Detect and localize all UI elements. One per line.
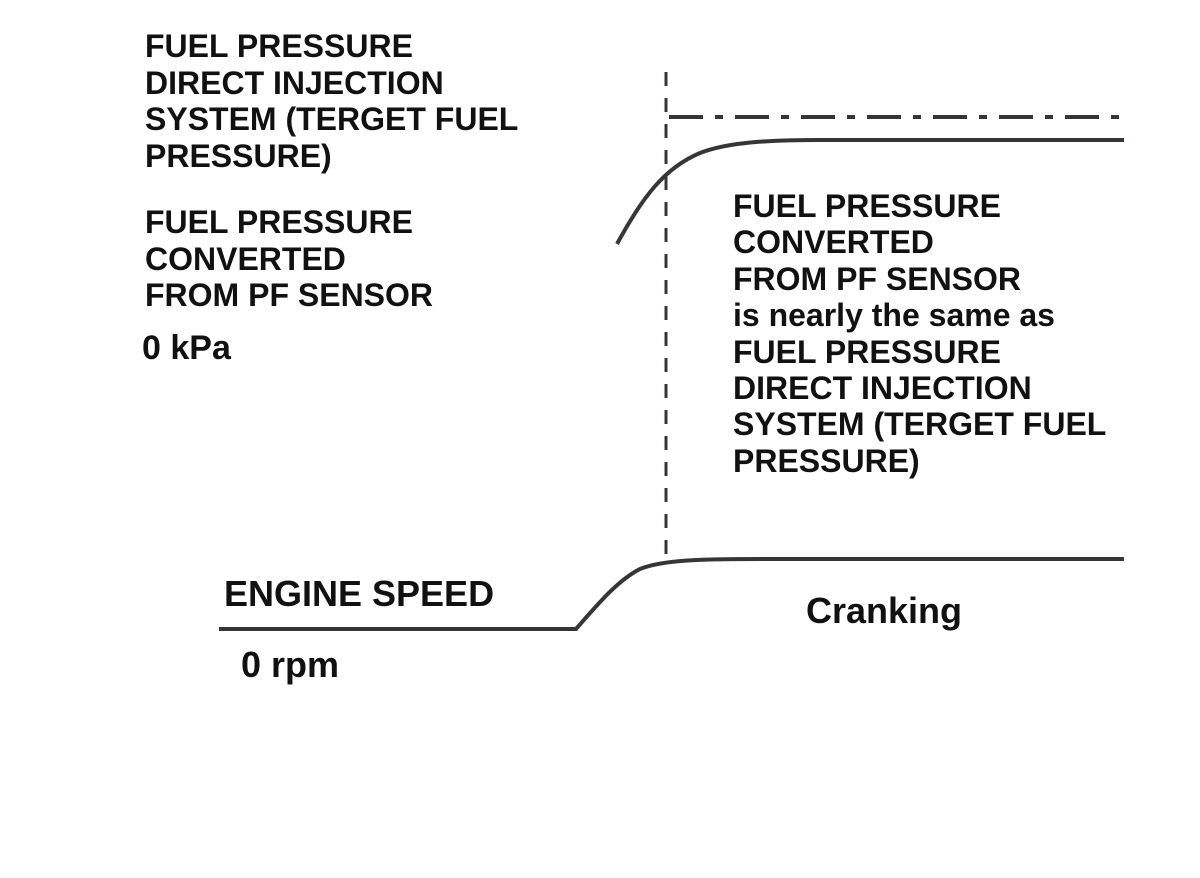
pressure-comparison-note: FUEL PRESSURE CONVERTED FROM PF SENSOR i… (733, 188, 1107, 479)
engine-speed-curve (219, 557, 1124, 631)
sensor-fuel-pressure-curve (615, 138, 1124, 245)
sensor-fuel-pressure-label: FUEL PRESSURE CONVERTED FROM PF SENSOR (145, 204, 434, 313)
target-fuel-pressure-label: FUEL PRESSURE DIRECT INJECTION SYSTEM (T… (145, 28, 519, 174)
cranking-label: Cranking (806, 590, 963, 631)
engine-speed-label: ENGINE SPEED (224, 573, 495, 614)
pressure-zero-label: 0 kPa (142, 329, 231, 367)
speed-zero-label: 0 rpm (241, 644, 340, 685)
